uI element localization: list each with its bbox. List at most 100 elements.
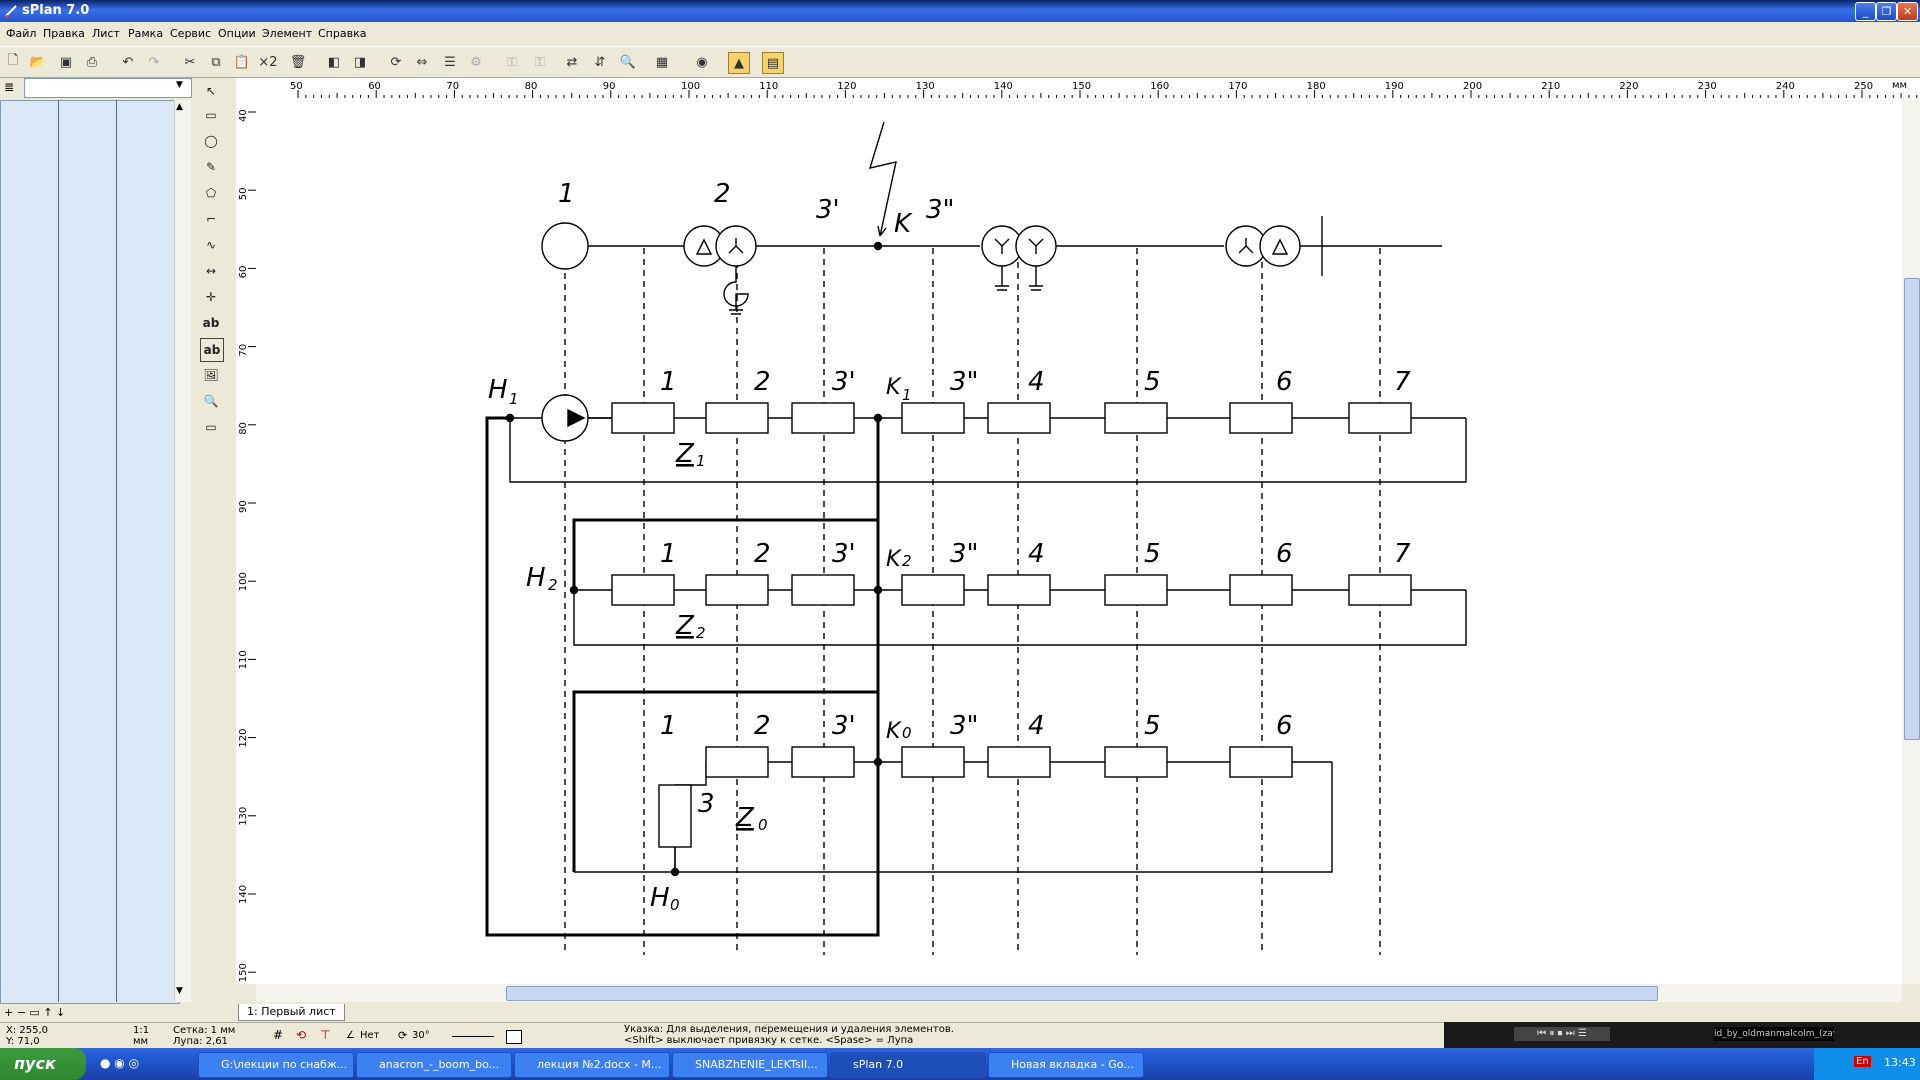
scroll-up-icon[interactable]: ▲ [176, 102, 183, 112]
fault-label: K [886, 719, 902, 744]
status-angle[interactable]: 30° [412, 1030, 430, 1041]
open-folder-icon[interactable]: 📂 [29, 54, 47, 70]
element-label: 3' [832, 539, 856, 569]
library-divider [116, 100, 117, 1002]
dimension-tool-icon[interactable]: ↔ [205, 264, 217, 278]
line-tool-icon[interactable]: ⌐ [205, 212, 217, 226]
bring-front-icon[interactable]: ◧ [327, 54, 341, 70]
scroll-down-icon[interactable]: ▼ [176, 986, 183, 996]
line-style-sample[interactable] [452, 1036, 494, 1037]
menu-options[interactable]: Опции [218, 27, 256, 40]
numbering-icon[interactable]: ⇵ [594, 54, 606, 70]
ruler-label: 190 [1385, 81, 1404, 92]
language-indicator[interactable]: En [1854, 1056, 1871, 1067]
library-icon[interactable]: ▤ [762, 52, 784, 74]
search-icon[interactable]: 🔍 [619, 54, 637, 70]
send-back-icon[interactable]: ◨ [353, 54, 367, 70]
duplicate-icon[interactable]: ×2 [258, 54, 278, 70]
layers-icon[interactable]: ≣ [4, 80, 15, 94]
ruler-label: 50 [238, 187, 249, 200]
copy-icon[interactable]: ⧉ [211, 54, 221, 70]
text-tool-icon[interactable]: ab [202, 316, 220, 330]
save-icon[interactable]: ▣ [59, 54, 73, 70]
group-icon[interactable]: ⚙ [470, 54, 482, 70]
start-button[interactable]: пуск [0, 1048, 86, 1080]
element-label: 3" [950, 367, 979, 397]
drawing-canvas[interactable]: 1 2 3' K 3" H 1 Z 1 K 1 1 2 3' 3" 4 5 6 … [256, 98, 1902, 984]
label-top: 2 [714, 179, 731, 209]
grid-view-icon[interactable]: ▦ [655, 54, 669, 70]
title-bar [0, 0, 1920, 22]
unlock-icon[interactable]: ⚿ [535, 54, 545, 70]
minimize-button[interactable]: _ [1855, 2, 1876, 21]
element-label: 1 [660, 711, 677, 741]
export-image-icon[interactable]: ▲ [728, 52, 750, 74]
rectangle-tool-icon[interactable]: ▭ [205, 108, 217, 122]
horizontal-scrollbar[interactable] [256, 984, 1902, 1002]
taskbar-item[interactable]: Новая вкладка - Go... [988, 1052, 1144, 1078]
taskbar-item[interactable]: лекция №2.docx - M... [514, 1052, 670, 1078]
menu-sheet[interactable]: Лист [92, 27, 120, 40]
menu-service[interactable]: Сервис [170, 27, 212, 40]
ruler-label: 160 [1150, 81, 1169, 92]
library-select[interactable] [24, 78, 192, 98]
bezier-tool-icon[interactable]: ∿ [205, 238, 217, 252]
status-x: X: 255,0 [6, 1025, 49, 1036]
impedance-sub: 0 [758, 816, 768, 834]
taskbar-item-active[interactable]: sPlan 7.0 [830, 1052, 986, 1078]
ruler-label: 150 [1072, 81, 1091, 92]
menu-help[interactable]: Справка [318, 27, 367, 40]
rotate-icon[interactable]: ⟳ [390, 54, 402, 70]
menu-edit[interactable]: Правка [43, 27, 85, 40]
zoom-tool-icon[interactable]: 🔍 [203, 394, 219, 408]
paste-icon[interactable]: 📋 [233, 54, 251, 70]
undo-icon[interactable]: ↶ [122, 54, 134, 70]
textbox-tool-icon[interactable]: ab [200, 338, 224, 362]
ruler-label: 60 [368, 81, 381, 92]
zoom-icon[interactable]: ◉ [696, 54, 708, 70]
menu-frame[interactable]: Рамка [128, 27, 164, 40]
media-player-bar: ⏮ ⏸ ⏹ ⏭ ☰ id_by_oldmanmalcolm_(zayce [1444, 1022, 1920, 1048]
snap-icon[interactable]: ⟲ [296, 1028, 307, 1042]
taskbar-item[interactable]: G:\лекции по снабж... [198, 1052, 354, 1078]
menu-file[interactable]: Файл [6, 27, 37, 40]
close-button[interactable]: ✕ [1897, 2, 1918, 21]
delete-icon[interactable]: 🗑 [289, 54, 307, 70]
measure-tool-icon[interactable]: ▭ [205, 420, 217, 434]
connect-icon[interactable]: ⇄ [566, 54, 578, 70]
print-icon[interactable]: ⎙ [86, 54, 98, 70]
align-icon[interactable]: ☰ [444, 54, 456, 70]
ellipse-tool-icon[interactable]: ◯ [204, 134, 218, 148]
taskbar-item[interactable]: anacron_-_boom_bo... [356, 1052, 512, 1078]
sheet-tab[interactable]: 1: Первый лист [238, 1004, 345, 1021]
new-file-icon[interactable]: 🗋 [7, 53, 19, 68]
grid-toggle-icon[interactable]: # [273, 1028, 284, 1042]
pen-tool-icon[interactable]: ✎ [205, 160, 217, 174]
player-track: id_by_oldmanmalcolm_(zayce [1714, 1027, 1834, 1041]
library-scrollbar[interactable] [174, 100, 191, 1002]
magnet-icon[interactable]: ⊤ [320, 1028, 331, 1042]
menu-element[interactable]: Элемент [262, 27, 313, 40]
taskbar-item[interactable]: SNABZhENIE_LEKTsII... [672, 1052, 828, 1078]
polygon-tool-icon[interactable]: ⬠ [205, 186, 217, 200]
library-nav-buttons[interactable]: + − ▭ ↑ ↓ [4, 1006, 66, 1019]
library-list[interactable] [0, 100, 180, 1004]
fill-sample[interactable] [506, 1030, 522, 1044]
quicklaunch-icons[interactable]: ● ◉ ◎ [100, 1056, 140, 1070]
lock-icon[interactable]: ⚿ [507, 54, 517, 70]
player-controls[interactable]: ⏮ ⏸ ⏹ ⏭ ☰ [1514, 1027, 1610, 1041]
cut-icon[interactable]: ✂ [184, 54, 196, 70]
maximize-button[interactable]: ❐ [1876, 2, 1897, 21]
vertical-scrollbar[interactable] [1902, 98, 1920, 984]
image-tool-icon[interactable]: 🖼 [203, 368, 219, 382]
chevron-down-icon[interactable]: ▼ [176, 80, 183, 90]
ruler-label: 70 [446, 81, 459, 92]
status-hint: Указка: Для выделения, перемещения и уда… [624, 1024, 954, 1035]
status-snap[interactable]: Нет [360, 1030, 380, 1041]
mirror-icon[interactable]: ⇔ [416, 54, 428, 70]
pointer-tool-icon[interactable]: ↖ [205, 84, 217, 98]
ruler-label: 110 [238, 650, 249, 669]
redo-icon[interactable]: ↷ [148, 54, 160, 70]
ruler-label: 100 [681, 81, 700, 92]
junction-tool-icon[interactable]: ✛ [205, 290, 217, 304]
